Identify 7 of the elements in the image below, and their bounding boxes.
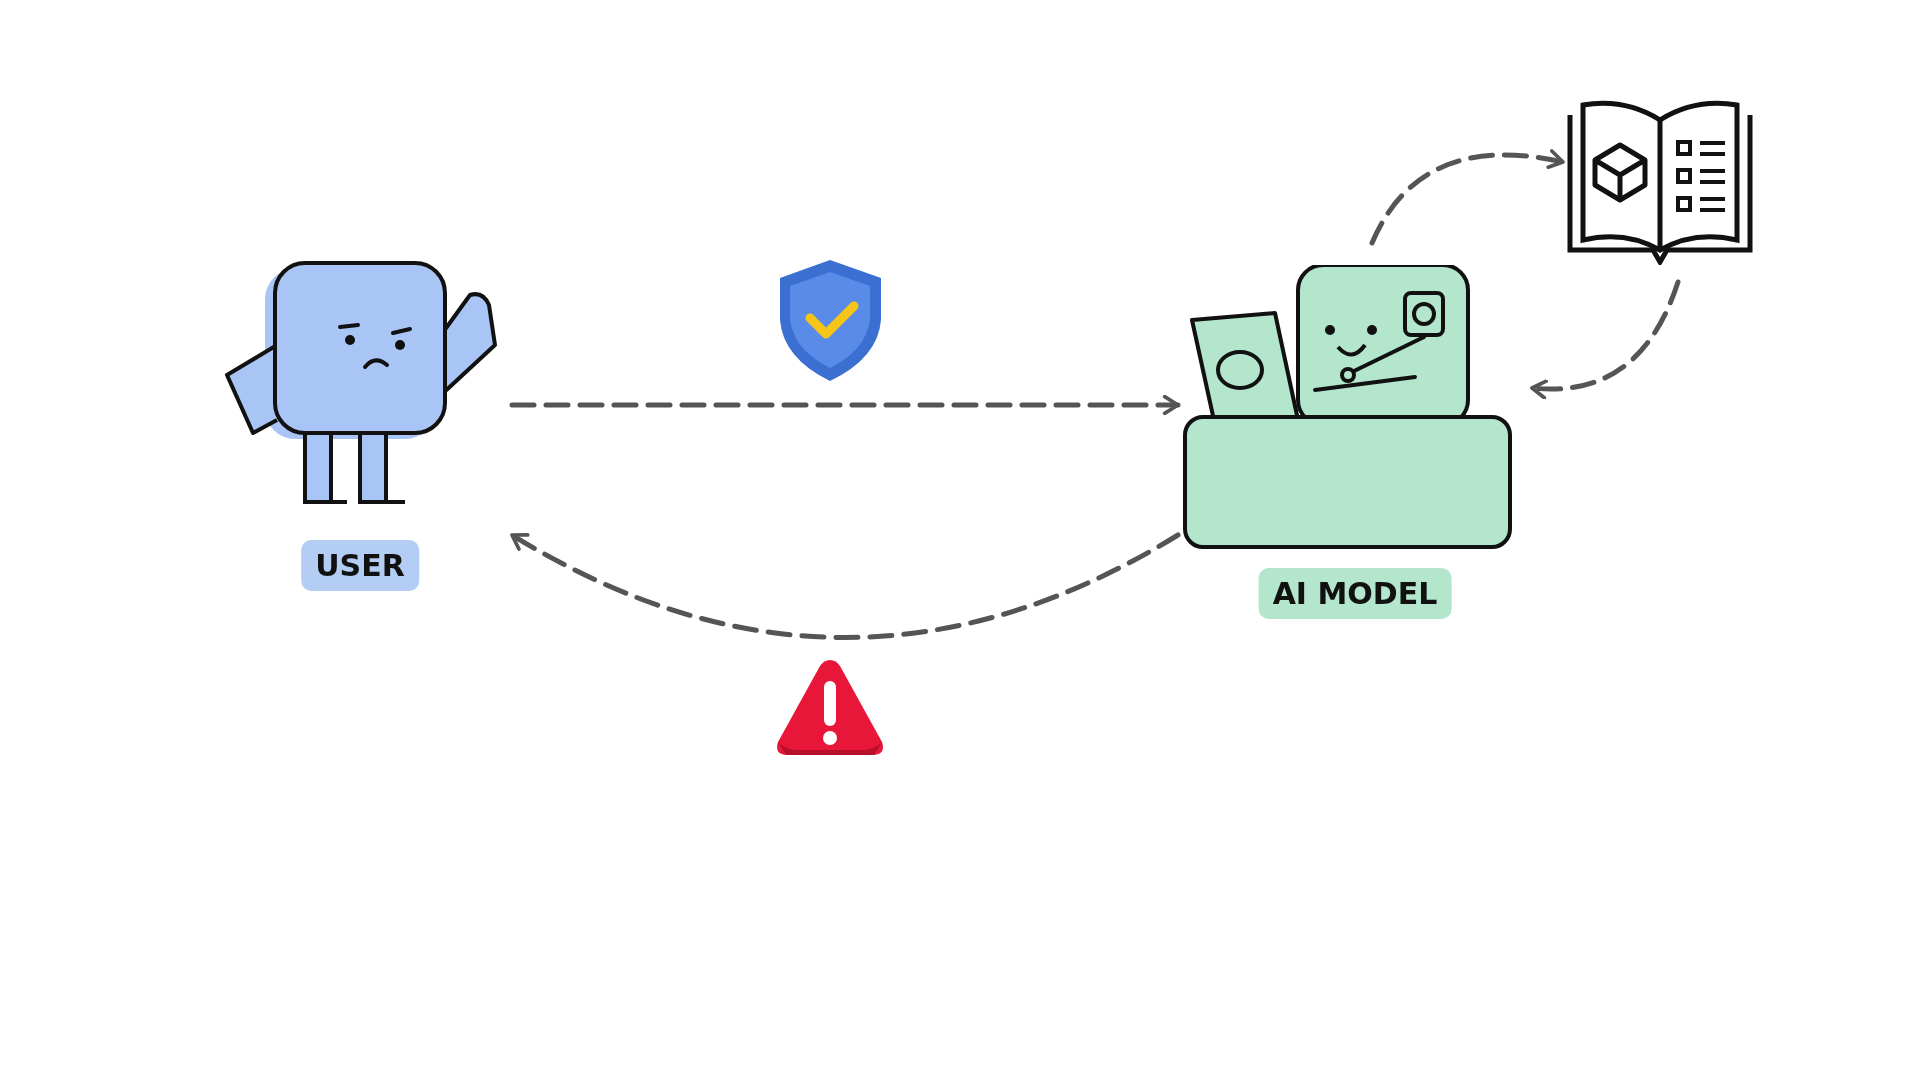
dashed-arrow [1529, 279, 1681, 399]
dashed-arrow [509, 532, 1181, 640]
name-tag: USER [301, 540, 419, 591]
dashed-arrow [509, 394, 1181, 416]
open-book-icon [1565, 100, 1755, 265]
dashed-arrow [1369, 149, 1566, 246]
name-tag: AI MODEL [1258, 568, 1452, 619]
